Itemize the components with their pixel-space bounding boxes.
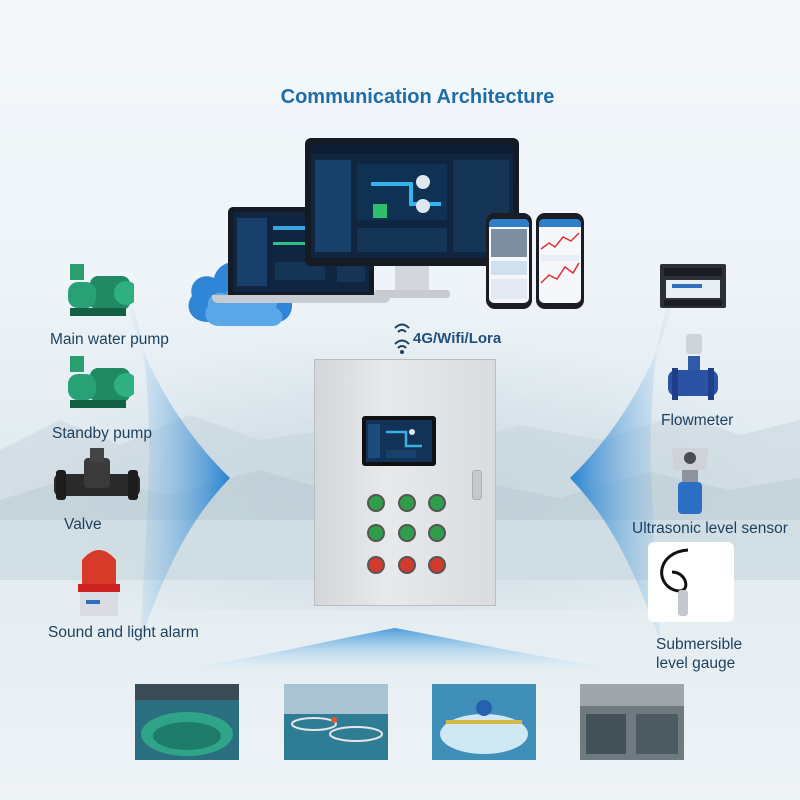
cabinet-button-red <box>428 556 446 574</box>
left-device-label: Valve <box>64 516 102 533</box>
wifi-signal-icon <box>394 323 410 354</box>
cabinet-button-green <box>428 524 446 542</box>
monitor-dashboard-screen <box>311 144 513 258</box>
submersible-gauge-icon <box>648 542 734 622</box>
indoor-pond-photo <box>580 684 684 760</box>
aerator-photo <box>432 684 536 760</box>
control-cabinet <box>314 359 496 606</box>
fish-tank-photo <box>135 684 239 760</box>
sea-cage-photo <box>284 684 388 760</box>
left-device-label: Main water pump <box>50 331 169 348</box>
cabinet-button-green <box>367 524 385 542</box>
alarm-light-icon <box>78 550 120 616</box>
laptop-base <box>212 295 390 303</box>
water-pump-icon <box>68 356 134 408</box>
cabinet-button-red <box>398 556 416 574</box>
right-device-label: Ultrasonic level sensor <box>632 520 788 537</box>
phone-2-screen <box>539 219 581 303</box>
communication-label: 4G/Wifi/Lora <box>413 330 502 347</box>
right-device-label: Flowmeter <box>661 412 734 429</box>
water-pump-icon <box>68 264 134 316</box>
right-device-label-line2: level gauge <box>656 655 736 672</box>
io-module-icon <box>660 264 726 308</box>
right-device-label: Submersible <box>656 636 743 653</box>
cabinet-button-green <box>367 494 385 512</box>
ultrasonic-sensor-icon <box>672 448 708 514</box>
monitor-stand <box>395 266 429 292</box>
monitor-stand-foot <box>374 290 450 298</box>
flowmeter-icon <box>668 334 718 400</box>
left-device-label: Sound and light alarm <box>48 624 199 641</box>
desktop-monitor <box>305 138 519 266</box>
cabinet-touchscreen <box>362 416 436 466</box>
cabinet-button-green <box>428 494 446 512</box>
valve-icon <box>54 448 140 500</box>
page-title: Communication Architecture <box>280 86 555 108</box>
cabinet-button-green <box>398 494 416 512</box>
left-device-label: Standby pump <box>52 425 152 442</box>
cabinet-handle <box>472 470 482 500</box>
cabinet-button-red <box>367 556 385 574</box>
phone-1-screen <box>489 219 529 303</box>
phone-device-2 <box>536 213 584 309</box>
phone-device-1 <box>486 213 532 309</box>
cabinet-button-green <box>398 524 416 542</box>
